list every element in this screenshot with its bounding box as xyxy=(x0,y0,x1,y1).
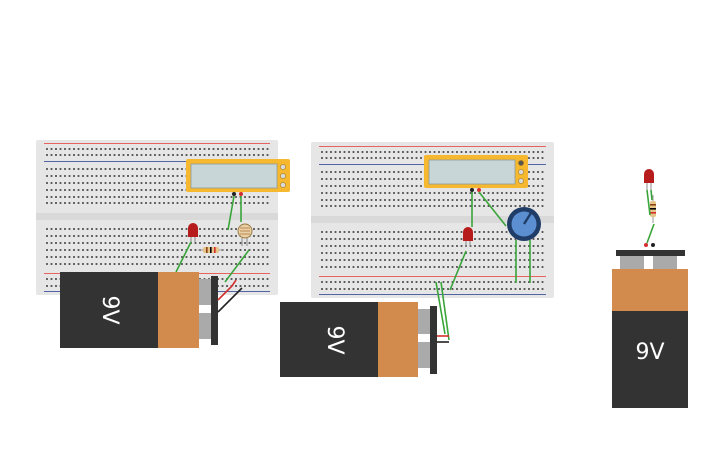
wires-1[interactable] xyxy=(175,195,250,283)
lcd-display-1[interactable] xyxy=(186,159,290,196)
battery-label-2: 9V xyxy=(322,325,347,354)
breadboard-holes xyxy=(321,231,544,268)
circuit-1: 9V xyxy=(36,140,290,348)
led-2[interactable] xyxy=(463,227,473,247)
breadboard-holes xyxy=(46,228,269,265)
potentiometer-2[interactable] xyxy=(507,207,541,241)
circuit-2: 9V xyxy=(280,142,554,377)
circuit-3: 9V xyxy=(612,169,688,408)
led-3[interactable] xyxy=(644,169,654,190)
battery-1[interactable]: 9V xyxy=(60,272,243,348)
battery-2[interactable]: 9V xyxy=(280,302,449,377)
breadboard-holes xyxy=(321,281,544,290)
battery-label-3: 9V xyxy=(635,340,664,365)
wires-2[interactable] xyxy=(435,191,531,341)
resistor-1[interactable] xyxy=(198,247,224,253)
lcd-display-2[interactable] xyxy=(424,155,528,192)
led-1[interactable] xyxy=(188,223,198,242)
battery-label-1: 9V xyxy=(97,295,122,324)
resistor-3[interactable] xyxy=(650,195,656,223)
wires-3[interactable] xyxy=(646,189,655,244)
photoresistor-1[interactable] xyxy=(237,223,253,246)
battery-3[interactable]: 9V xyxy=(612,243,688,408)
breadboard-holes xyxy=(46,148,269,156)
